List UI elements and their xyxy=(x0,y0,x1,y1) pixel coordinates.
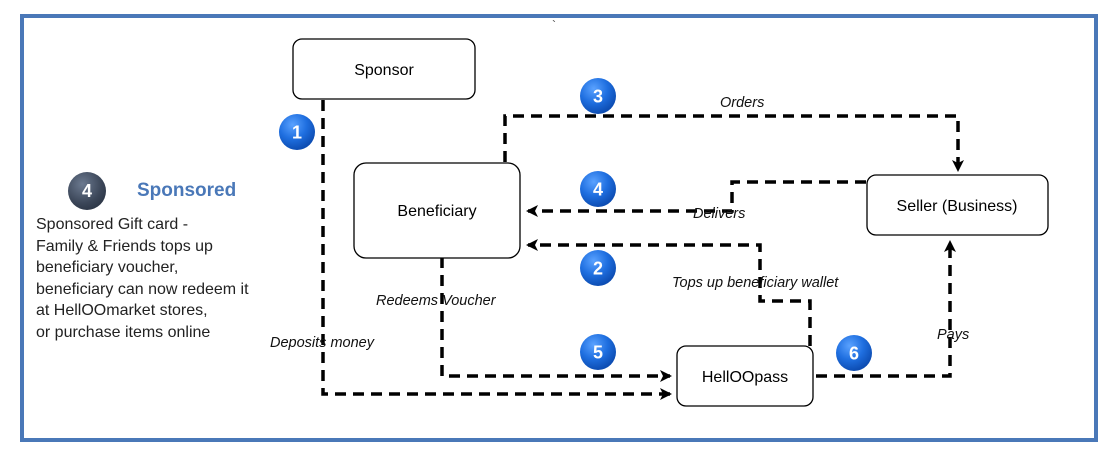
side-panel-badge: 4 xyxy=(68,172,106,210)
edge-pays xyxy=(816,240,956,378)
node-hellopass-box xyxy=(676,345,814,407)
edge-deposits-money xyxy=(321,100,672,400)
edge-label-tops-up: Tops up beneficiary wallet xyxy=(672,275,839,291)
edge-redeems-voucher xyxy=(440,257,672,382)
step-badge-6: 6 xyxy=(836,335,872,371)
step-badge-5-number: 5 xyxy=(593,343,603,363)
step-badge-2-number: 2 xyxy=(593,259,603,279)
edge-label-deposits: Deposits money xyxy=(270,335,375,351)
node-seller-label: Seller (Business) xyxy=(897,198,1018,215)
side-panel: 4 Sponsored Sponsored Gift card - Family… xyxy=(36,172,306,343)
edge-delivers xyxy=(526,180,866,217)
node-sponsor-box xyxy=(292,38,476,100)
side-panel-line: Sponsored Gift card - xyxy=(36,216,189,233)
step-badge-3-number: 3 xyxy=(593,87,603,107)
node-sponsor-label: Sponsor xyxy=(354,62,414,79)
side-panel-line: at HellOOmarket stores, xyxy=(36,302,208,319)
stray-mark: ` xyxy=(552,18,556,32)
edge-orders xyxy=(503,114,964,172)
step-badge-5: 5 xyxy=(580,334,616,370)
step-badge-1: 1 xyxy=(279,114,315,150)
edge-tops-up xyxy=(526,239,812,346)
step-badge-1-number: 1 xyxy=(292,123,302,143)
node-seller-box xyxy=(866,174,1049,236)
step-badge-2: 2 xyxy=(580,250,616,286)
edge-label-orders: Orders xyxy=(720,95,764,111)
node-beneficiary-box xyxy=(353,162,521,259)
edge-label-redeems: Redeems Voucher xyxy=(376,293,497,309)
node-hellopass-label: HellOOpass xyxy=(702,369,788,386)
step-badge-6-number: 6 xyxy=(849,344,859,364)
step-badge-3: 3 xyxy=(580,78,616,114)
side-panel-line: Family & Friends tops up xyxy=(36,237,213,255)
step-badge-4: 4 xyxy=(580,171,616,207)
edge-label-pays: Pays xyxy=(937,327,969,343)
side-panel-title: Sponsored xyxy=(137,180,237,201)
side-panel-description: Sponsored Gift card - Family & Friends t… xyxy=(36,214,306,343)
side-panel-line: or purchase items online xyxy=(36,323,211,341)
side-panel-header: 4 Sponsored xyxy=(36,172,306,212)
step-badge-4-number: 4 xyxy=(593,180,603,200)
side-panel-line: beneficiary voucher, xyxy=(36,259,179,276)
edge-label-delivers: Delivers xyxy=(693,206,745,222)
side-panel-line: beneficiary can now redeem it xyxy=(36,280,249,298)
node-beneficiary-label: Beneficiary xyxy=(397,203,476,220)
